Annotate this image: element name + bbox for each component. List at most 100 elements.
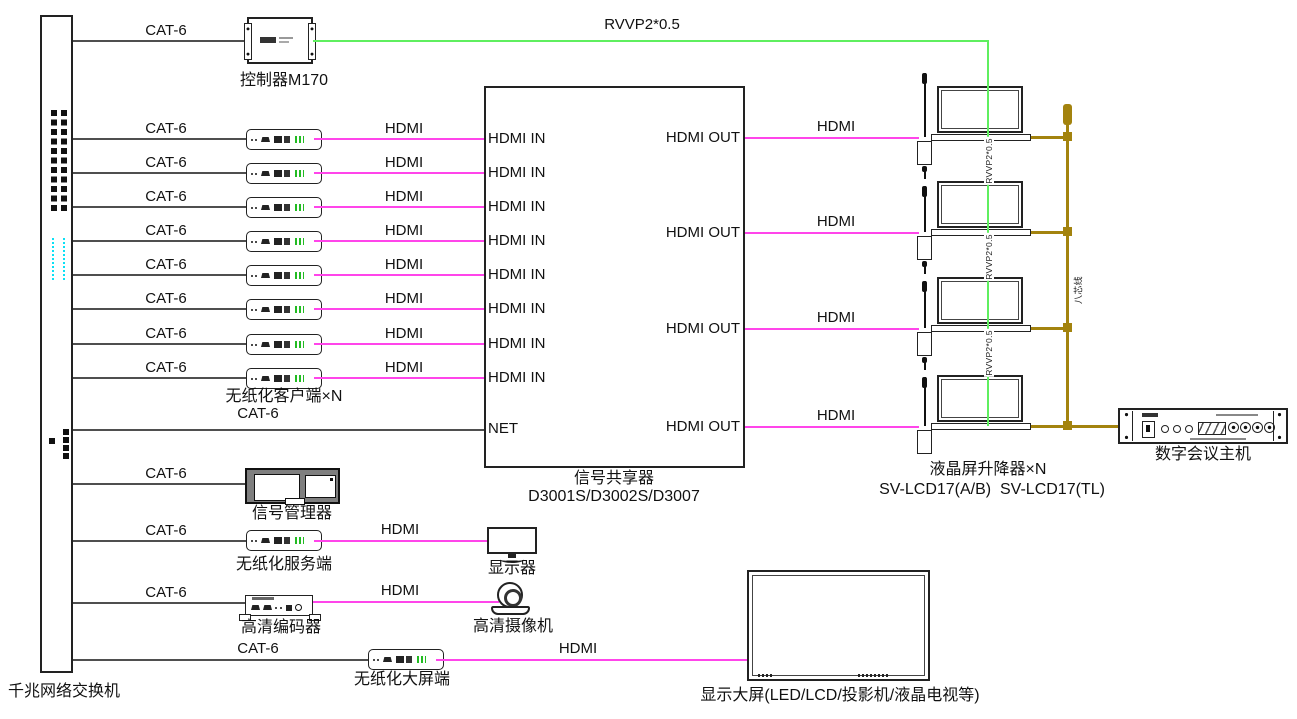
power-bus-vertical bbox=[1066, 112, 1069, 430]
mic-antenna-cap-icon bbox=[922, 73, 927, 84]
port-label-hdmi-in: HDMI IN bbox=[488, 266, 546, 283]
camera-base-icon bbox=[491, 606, 530, 615]
rack-ear-icon bbox=[1121, 411, 1133, 441]
power-cable bbox=[1031, 425, 1118, 428]
power-switch-icon bbox=[1142, 421, 1155, 438]
hdmi-cable bbox=[314, 240, 484, 242]
mic-antenna-icon bbox=[924, 377, 926, 426]
device-ports-icon bbox=[373, 656, 426, 663]
cable-label-rvvp-vertical: RVVP2*0.5 bbox=[984, 233, 994, 281]
hdmi-cable bbox=[314, 274, 484, 276]
signal-manager-label: 信号管理器 bbox=[251, 505, 333, 522]
encoder-foot-icon bbox=[309, 614, 321, 621]
cable-label-hdmi: HDMI bbox=[558, 640, 598, 657]
encoder-foot-icon bbox=[239, 614, 251, 621]
cable-label-cat6: CAT-6 bbox=[145, 256, 187, 273]
port-label-net: NET bbox=[488, 420, 518, 437]
power-junction-icon bbox=[1063, 323, 1072, 332]
camera-head-icon bbox=[497, 582, 523, 608]
cat6-cable bbox=[73, 377, 246, 379]
cable-label-hdmi: HDMI bbox=[384, 222, 424, 239]
cable-label-cat6: CAT-6 bbox=[145, 325, 187, 342]
lcd-lifter-label: 液晶屏升降器×N bbox=[929, 461, 1047, 478]
port-label-hdmi-out: HDMI OUT bbox=[665, 418, 740, 435]
device-ports-icon bbox=[251, 272, 304, 279]
port-icon bbox=[49, 438, 55, 444]
cable-label-hdmi: HDMI bbox=[816, 407, 856, 424]
network-switch-label: 千兆网络交换机 bbox=[8, 683, 121, 700]
paperless-client-device bbox=[246, 299, 322, 320]
cat6-cable bbox=[73, 40, 247, 42]
cable-label-hdmi: HDMI bbox=[384, 120, 424, 137]
port-grid-icon bbox=[51, 110, 57, 214]
device-ports-icon bbox=[251, 204, 304, 211]
port-label-hdmi-out: HDMI OUT bbox=[665, 129, 740, 146]
hdmi-cable bbox=[314, 172, 484, 174]
network-switch-device bbox=[40, 15, 73, 673]
power-junction-icon bbox=[1063, 227, 1072, 236]
cat6-cable bbox=[73, 540, 246, 542]
cable-label-hdmi: HDMI bbox=[384, 188, 424, 205]
lcd-lifter-unit bbox=[917, 332, 932, 356]
mic-antenna-cap-icon bbox=[922, 377, 927, 388]
cat6-cable bbox=[73, 659, 368, 661]
mic-stub-icon bbox=[924, 358, 926, 370]
port-label-hdmi-in: HDMI IN bbox=[488, 335, 546, 352]
paperless-client-label: 无纸化客户端×N bbox=[225, 388, 343, 405]
paperless-server-label: 无纸化服务端 bbox=[235, 556, 333, 573]
cat6-cable bbox=[73, 483, 245, 485]
paperless-client-device bbox=[246, 334, 322, 355]
lcd-lifter-models-label: SV-LCD17(A/B) SV-LCD17(TL) bbox=[879, 481, 1105, 498]
port-label-hdmi-out: HDMI OUT bbox=[665, 320, 740, 337]
hdmi-cable bbox=[313, 601, 499, 603]
port-circle-icon bbox=[1185, 425, 1193, 433]
cable-label-cat6: CAT-6 bbox=[145, 290, 187, 307]
cable-label-hdmi: HDMI bbox=[384, 359, 424, 376]
port-label-hdmi-in: HDMI IN bbox=[488, 300, 546, 317]
rvvp-cable-green-vertical bbox=[987, 40, 989, 426]
hdmi-cable bbox=[314, 540, 487, 542]
cat6-cable bbox=[73, 308, 246, 310]
cable-label-cat6: CAT-6 bbox=[145, 522, 187, 539]
cable-label-cat6: CAT-6 bbox=[145, 188, 187, 205]
rvvp-cable-green bbox=[313, 40, 989, 42]
hdmi-cable bbox=[745, 426, 919, 428]
hdmi-cable bbox=[314, 308, 484, 310]
led-indicator-icon bbox=[63, 238, 65, 280]
knob-icon bbox=[1264, 422, 1275, 433]
cable-label-rvvp-vertical: RVVP2*0.5 bbox=[984, 329, 994, 377]
cable-label-hdmi: HDMI bbox=[384, 325, 424, 342]
port-label-hdmi-in: HDMI IN bbox=[488, 130, 546, 147]
mic-antenna-icon bbox=[924, 186, 926, 232]
monitor-label: 显示器 bbox=[487, 560, 537, 577]
cat6-cable bbox=[73, 274, 246, 276]
port-circle-icon bbox=[1173, 425, 1181, 433]
mic-stub-icon bbox=[924, 262, 926, 274]
lcd-screen-device bbox=[937, 277, 1023, 324]
cable-label-hdmi: HDMI bbox=[384, 256, 424, 273]
cable-label-cat6: CAT-6 bbox=[145, 22, 187, 39]
cable-label-cat6: CAT-6 bbox=[145, 465, 187, 482]
knob-icon bbox=[1252, 422, 1263, 433]
cable-label-hdmi: HDMI bbox=[384, 290, 424, 307]
panel-text-icon bbox=[1190, 438, 1246, 440]
mic-stub-cap-icon bbox=[922, 357, 927, 363]
port-label-hdmi-in: HDMI IN bbox=[488, 198, 546, 215]
panel-text-icon bbox=[1216, 414, 1258, 416]
paperless-server-device bbox=[246, 530, 322, 551]
display-dots-icon bbox=[758, 674, 772, 677]
port-label-hdmi-in: HDMI IN bbox=[488, 232, 546, 249]
power-cable bbox=[1031, 231, 1068, 234]
device-ports-icon bbox=[251, 136, 304, 143]
cable-label-eight-core: 八芯线 bbox=[1071, 275, 1085, 305]
lcd-lifter-unit bbox=[917, 236, 932, 260]
cat6-cable bbox=[73, 206, 246, 208]
port-grid-icon bbox=[61, 110, 67, 214]
hdmi-cable bbox=[745, 328, 919, 330]
knob-icon bbox=[1228, 422, 1239, 433]
cable-label-rvvp-vertical: RVVP2*0.5 bbox=[984, 137, 994, 185]
lcd-platform bbox=[931, 325, 1031, 332]
paperless-client-device bbox=[246, 163, 322, 184]
paperless-client-device bbox=[246, 197, 322, 218]
cable-label-cat6: CAT-6 bbox=[145, 154, 187, 171]
